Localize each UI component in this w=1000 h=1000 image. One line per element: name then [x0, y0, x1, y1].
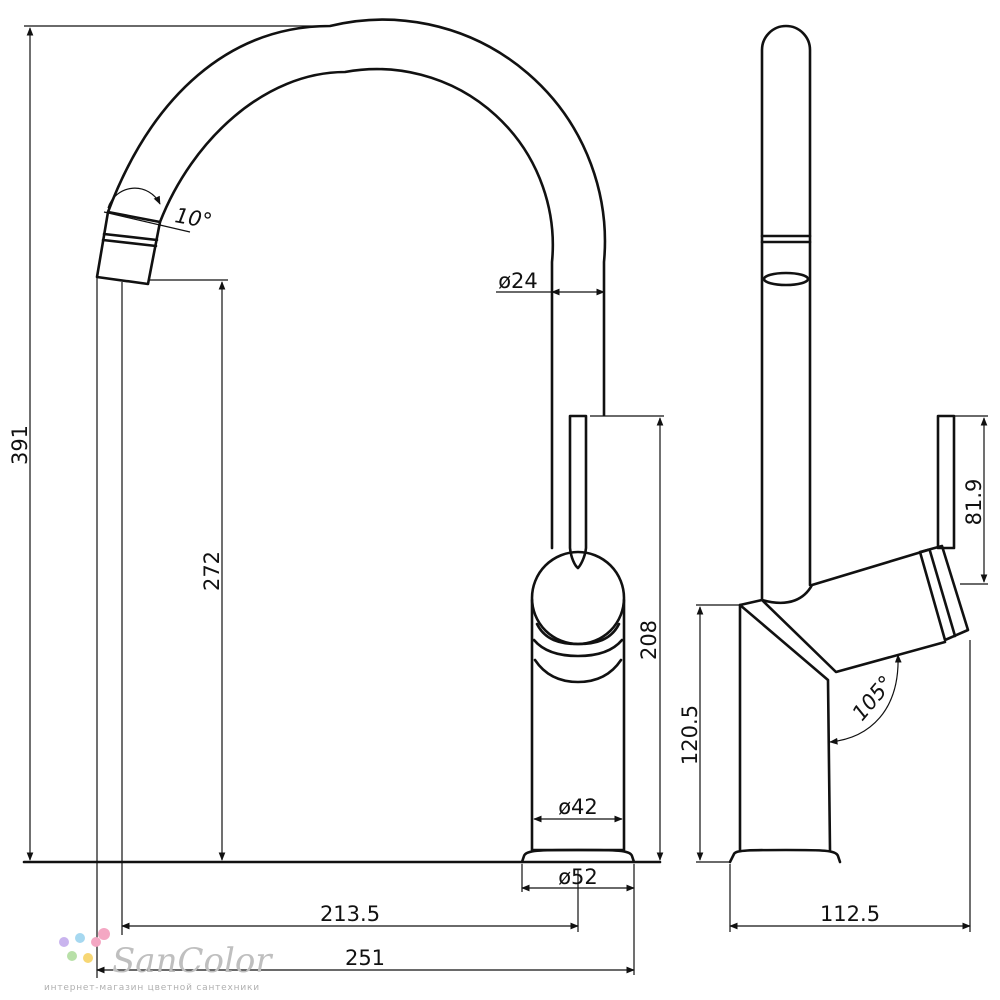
dot-3 — [91, 937, 101, 947]
angle-10-ref — [103, 211, 191, 233]
angle-105-arc — [829, 654, 902, 745]
cap-ring — [535, 622, 621, 646]
side-cap — [918, 544, 970, 642]
dim-side-lever-height: 81.9 — [962, 479, 986, 526]
watermark: SanColor интернет-магазин цветной сантех… — [44, 928, 273, 993]
side-spout-ring-3 — [762, 271, 810, 287]
side-body — [738, 548, 930, 852]
side-cap-line — [928, 549, 957, 638]
dim-tip-angle: 10° — [173, 203, 214, 233]
spout-aerator — [95, 210, 162, 286]
dot-1 — [59, 937, 69, 947]
side-body-front — [738, 603, 832, 852]
dim-base-diameter: ø52 — [558, 865, 598, 889]
dim-lever-height: 208 — [637, 620, 661, 660]
dim-body-diameter: ø42 — [558, 795, 598, 819]
watermark-dots — [59, 928, 110, 963]
lever-handle — [568, 414, 588, 570]
watermark-brand: SanColor — [112, 941, 273, 981]
spout-inner-curve — [158, 67, 555, 550]
body-collar — [533, 658, 623, 684]
aerator-ring-1 — [102, 232, 159, 242]
dot-4 — [67, 951, 77, 961]
dim-spout-reach: 213.5 — [320, 902, 380, 926]
dim-overall-reach: 251 — [345, 946, 385, 970]
dot-5 — [83, 953, 93, 963]
side-lever — [936, 414, 956, 550]
angle-10-arc — [107, 187, 161, 209]
side-view: 81.9 120.5 112.5 105° — [678, 24, 988, 932]
cap-ring-2 — [532, 638, 624, 658]
side-spout — [760, 24, 812, 602]
watermark-tagline: интернет-магазин цветной сантехники — [44, 983, 260, 993]
dim-side-depth: 112.5 — [820, 902, 880, 926]
dim-spout-height: 272 — [200, 551, 224, 591]
dot-2 — [75, 933, 85, 943]
handle-cap — [530, 550, 626, 646]
dot-6 — [98, 928, 110, 940]
side-base — [728, 848, 842, 864]
dim-side-body-height: 120.5 — [678, 705, 702, 765]
faucet-base — [520, 848, 636, 864]
spout-outer-curve — [106, 18, 607, 417]
aerator-ring-2 — [101, 238, 158, 248]
dim-lever-angle: 105° — [847, 671, 898, 725]
side-body-diagonal — [760, 598, 947, 674]
dim-total-height: 391 — [8, 425, 32, 465]
front-view: 391 272 208 ø24 ø42 ø52 213.5 251 10° — [8, 18, 664, 978]
dim-spout-diameter: ø24 — [498, 269, 538, 293]
